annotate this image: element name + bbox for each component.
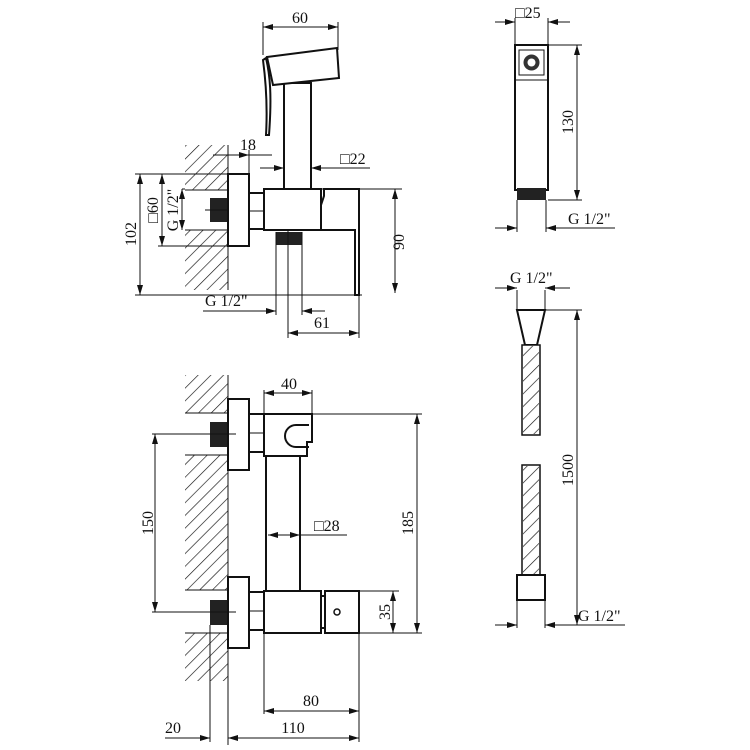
dim-body-height: 35	[377, 604, 394, 620]
dim-wall-offset: 20	[165, 720, 181, 737]
wall-flange	[227, 173, 250, 247]
dim-inlet-thread: G 1/2"	[165, 189, 182, 232]
dim-total-depth: 110	[281, 720, 304, 737]
dim-flange-square: □60	[145, 197, 162, 223]
dim-outlet-offset: 61	[314, 315, 330, 332]
dim-front-total-height: 185	[400, 511, 417, 535]
holder-cutout	[284, 424, 309, 448]
dim-outlet-thread: G 1/2"	[205, 293, 248, 310]
lever-handle	[320, 188, 360, 296]
dim-handshower-length: 130	[560, 110, 577, 134]
dim-riser-square: □22	[340, 151, 366, 168]
nozzle-face	[518, 49, 545, 76]
handshower-view: □25 130 G 1/2"	[495, 5, 615, 232]
dim-handshower-thread: G 1/2"	[568, 211, 611, 228]
hose-view: G 1/2" 1500 G 1/2"	[495, 270, 625, 628]
dim-hose-bottom-thread: G 1/2"	[578, 608, 621, 625]
valve-body	[263, 188, 322, 231]
dim-body-length: 80	[303, 693, 319, 710]
dim-handshower-width: 60	[292, 10, 308, 27]
dim-pipe-square: □28	[314, 518, 340, 535]
wall-section	[185, 375, 229, 745]
valve-knob	[324, 590, 360, 634]
side-view: 60 18 □22 90 102 □60 G 1/2" G 1/2" 61	[123, 10, 408, 338]
knob-indicator-icon	[333, 608, 341, 616]
dim-total-height: 102	[123, 222, 140, 246]
hose-nut	[516, 574, 546, 601]
valve-body	[263, 590, 322, 634]
dim-body-height: 90	[391, 234, 408, 250]
outlet-thread	[276, 232, 302, 245]
handshower-head	[265, 46, 341, 87]
dim-hose-top-thread: G 1/2"	[510, 270, 553, 287]
handshower-trigger	[261, 56, 272, 136]
wall-section	[185, 145, 229, 290]
shower-holder	[263, 413, 313, 457]
dim-head-square: □25	[515, 5, 541, 22]
hose-cone-fitting	[515, 309, 547, 346]
dim-holder-width: 40	[281, 376, 297, 393]
dim-flange-depth: 18	[240, 137, 256, 154]
handshower-thread	[517, 188, 546, 200]
vertical-pipe	[265, 455, 301, 592]
dim-inlet-spacing: 150	[140, 511, 157, 535]
dim-hose-length: 1500	[560, 454, 577, 486]
riser-pipe	[283, 82, 312, 190]
front-view: 40 185 □28 35 150 80 110 20	[140, 375, 422, 745]
